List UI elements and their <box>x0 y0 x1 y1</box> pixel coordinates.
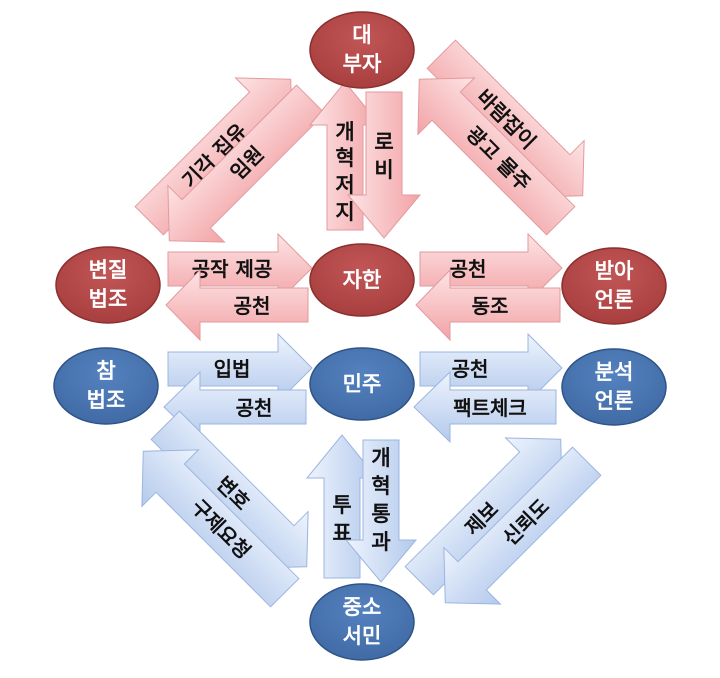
arrow-gongcheon-red-right: 공천 <box>419 232 563 304</box>
node-dae-buja: 대 부자 <box>309 11 415 89</box>
arrow-imwon: 임원 <box>167 84 326 243</box>
arrow-kigak-jibyu: 기각 집유 <box>134 77 293 236</box>
node-label-line2: 법조 <box>87 388 126 412</box>
node-label-line2: 언론 <box>595 389 634 413</box>
arrow-label: 공천 <box>236 396 273 420</box>
arrow-char: 표 <box>332 521 351 545</box>
node-label-line2: 언론 <box>595 288 634 312</box>
arrow-char: 비 <box>374 158 393 182</box>
arrow-label: 공천 <box>234 294 271 318</box>
arrow-char: 저 <box>335 173 354 197</box>
node-label-line1: 변질 <box>89 258 128 282</box>
arrow-char: 개 <box>335 120 354 144</box>
arrow-char: 과 <box>371 530 390 554</box>
node-bunseok-eollon: 분석 언론 <box>561 348 667 426</box>
arrow-char: 투 <box>332 493 351 517</box>
arrow-factcheck: 팩트체크 <box>413 370 557 444</box>
node-label-line1: 대 <box>352 23 371 47</box>
arrow-char: 지 <box>335 200 354 224</box>
arrow-gongcheon-red-left: 공천 <box>165 268 309 342</box>
arrow-lobby: 로 비 <box>346 91 422 239</box>
arrow-label: 공작 제공 <box>192 257 273 281</box>
node-label-line1: 받아 <box>595 259 634 283</box>
node-label-line1: 참 <box>96 359 115 383</box>
node-label-line1: 분석 <box>595 360 634 384</box>
node-label: 민주 <box>343 372 382 396</box>
node-cham-beopjo: 참 법조 <box>53 347 159 425</box>
node-byeonjil-beopjo: 변질 법조 <box>55 246 161 324</box>
arrow-char: 혁 <box>335 146 354 170</box>
node-bada-eollon: 받아 언론 <box>561 247 667 325</box>
node-label: 자한 <box>343 268 382 292</box>
arrow-label: 팩트체크 <box>453 396 527 420</box>
arrow-gaehyeok-tonggwa: 개 혁 통 과 <box>344 439 418 583</box>
arrow-dongjo: 동조 <box>415 268 561 342</box>
arrow-gongjak-jegong: 공작 제공 <box>167 232 313 304</box>
node-label-line2: 부자 <box>343 52 382 76</box>
node-label-line1: 중소 <box>343 595 382 619</box>
arrow-char: 개 <box>371 446 390 470</box>
arrow-char: 로 <box>374 130 393 154</box>
arrow-char: 혁 <box>371 474 390 498</box>
node-label-line2: 서민 <box>343 624 382 648</box>
arrow-label: 동조 <box>472 294 509 318</box>
arrow-label: 공천 <box>452 357 489 381</box>
arrow-gongcheon-blue-right: 공천 <box>419 332 563 404</box>
node-label-line2: 법조 <box>89 287 128 311</box>
node-jahan: 자한 <box>309 243 415 317</box>
arrow-char: 통 <box>371 502 390 526</box>
arrow-label: 공천 <box>450 257 487 281</box>
node-minju: 민주 <box>309 347 415 421</box>
node-jungso-seomin: 중소 서민 <box>309 583 415 661</box>
arrow-label: 입법 <box>214 357 251 381</box>
arrow-ipbeop: 입법 <box>167 332 313 404</box>
